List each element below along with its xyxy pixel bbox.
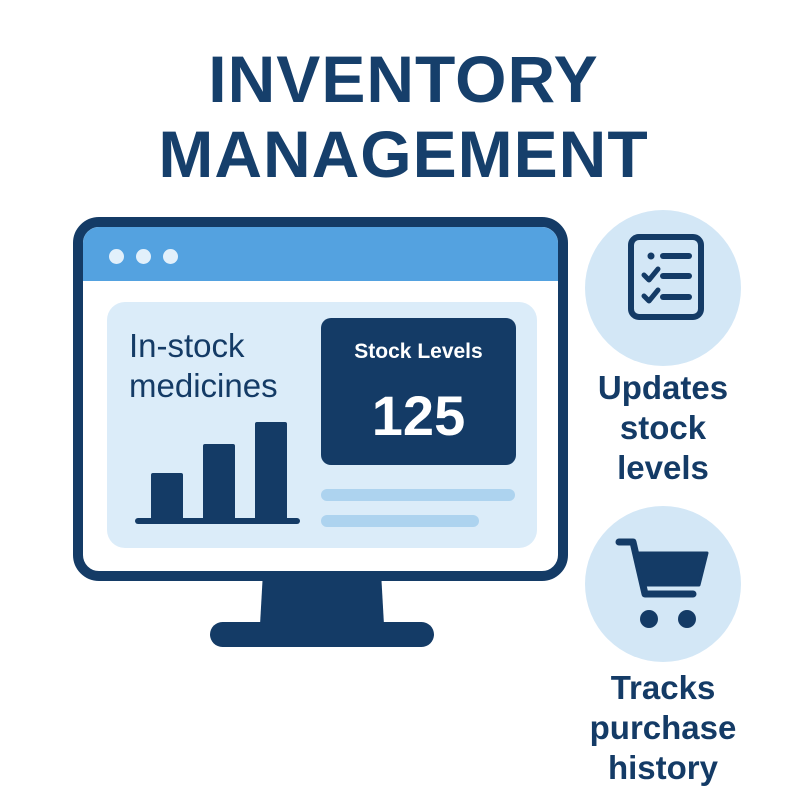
cart-icon-circle <box>585 506 741 662</box>
placeholder-line <box>321 489 515 501</box>
stock-levels-card: Stock Levels 125 <box>321 318 516 465</box>
chart-baseline <box>135 518 300 524</box>
window-title-bar <box>83 227 558 281</box>
feature-label-tracks-purchase: Tracks purchase history <box>563 668 763 788</box>
placeholder-line <box>321 515 479 527</box>
stock-levels-label: Stock Levels <box>354 340 483 363</box>
feature-label-line: Tracks <box>610 669 716 706</box>
feature-label-line: purchase <box>589 709 737 746</box>
feature-label-line: stock <box>619 409 707 446</box>
monitor-illustration: In-stock medicines Stock Levels 125 <box>73 217 568 581</box>
monitor-stand-base <box>210 622 434 647</box>
feature-label-line: history <box>607 749 719 786</box>
stock-levels-value: 125 <box>371 384 466 447</box>
window-dot-icon <box>163 249 178 264</box>
feature-label-line: Updates <box>597 369 729 406</box>
checklist-icon <box>628 234 704 320</box>
panel-title-line-2: medicines <box>129 367 278 404</box>
page-title-line-2: MANAGEMENT <box>158 117 649 191</box>
checklist-icon-circle <box>585 210 741 366</box>
window-dot-icon <box>136 249 151 264</box>
panel-title: In-stock medicines <box>129 326 278 406</box>
monitor-stand-neck <box>260 581 384 625</box>
panel-title-line-1: In-stock <box>129 327 245 364</box>
chart-bar <box>151 473 183 521</box>
chart-bar <box>203 444 235 521</box>
dashboard-panel: In-stock medicines Stock Levels 125 <box>107 302 537 548</box>
feature-label-line: levels <box>617 449 709 486</box>
page-title-line-1: INVENTORY <box>208 42 599 116</box>
shopping-cart-icon <box>615 538 709 628</box>
window-dot-icon <box>109 249 124 264</box>
feature-label-updates-stock: Updates stock levels <box>563 368 763 488</box>
chart-bar <box>255 422 287 521</box>
